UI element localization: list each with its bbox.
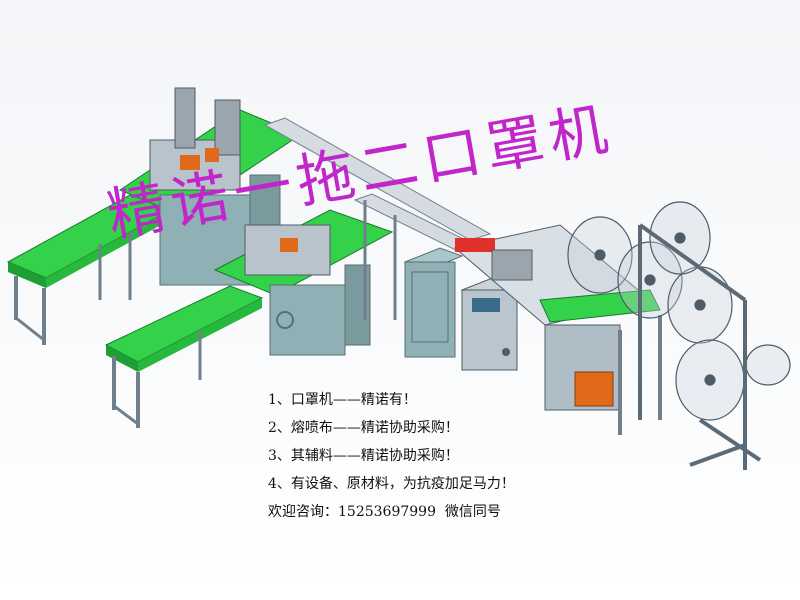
contact-label: 欢迎咨询： (268, 504, 338, 520)
note-3: 3、其辅料——精诺协助采购！ (268, 448, 459, 464)
contact-phone: 15253697999 (338, 504, 436, 520)
conveyor-lower-left (104, 285, 264, 428)
main-machine-bed (453, 224, 662, 435)
note-4: 4、有设备、原材料，为抗疫加足马力！ (268, 476, 515, 492)
note-2: 2、熔喷布——精诺协助采购！ (268, 420, 459, 436)
note-1: 1、口罩机——精诺有！ (268, 392, 417, 408)
contact-line: 欢迎咨询：15253697999 微信同号 (268, 498, 598, 526)
feature-notes: 1、口罩机——精诺有！ 2、熔喷布——精诺协助采购！ 3、其辅料——精诺协助采购… (268, 386, 598, 526)
forming-station-lower (213, 209, 394, 356)
spool-reels (567, 201, 791, 421)
conveyor-upper-left (6, 183, 194, 345)
contact-suffix: 微信同号 (444, 504, 501, 520)
reel-frame (638, 223, 762, 470)
control-cabinet (403, 247, 464, 358)
